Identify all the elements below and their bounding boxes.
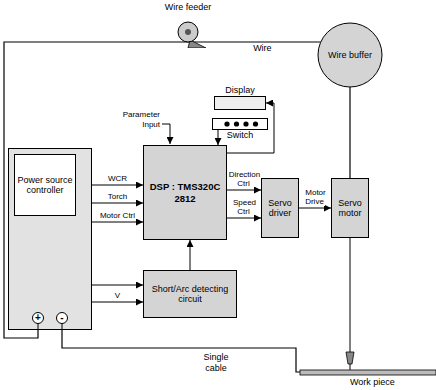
dsp-box: DSP : TMS320C 2812	[143, 145, 227, 240]
servo-driver-box: Servo driver	[261, 178, 299, 238]
signal-label: Motor Ctrl	[99, 211, 136, 220]
connector	[92, 285, 143, 286]
switch-button	[253, 121, 258, 126]
node-label: Wire feeder	[165, 2, 212, 12]
power-source-box: Power source controller	[8, 148, 92, 330]
signal-label: Speed Ctrl	[232, 198, 256, 216]
torch-nozzle	[346, 352, 354, 364]
part-label: Work piece	[350, 377, 410, 388]
connector	[92, 302, 143, 303]
terminal	[57, 313, 68, 324]
terminal-lead	[38, 323, 39, 330]
connector	[190, 240, 191, 270]
part-label: Parameter Input	[110, 110, 160, 130]
node-label: Power source controller	[17, 175, 73, 195]
wire-feeder: Wire feeder	[160, 2, 216, 48]
terminal-lead	[62, 323, 63, 330]
node-label: Short/Arc detecting circuit	[147, 284, 233, 304]
torch-wire	[350, 238, 351, 352]
connector	[227, 218, 261, 219]
edge-label-holder: V	[106, 291, 130, 300]
edge-label-holder: Speed Ctrl	[226, 198, 262, 216]
signal-label: Direction Ctrl	[228, 170, 261, 188]
signal-label: Motor Drive	[304, 188, 325, 206]
node-label: Switch	[227, 130, 254, 140]
terminal	[33, 313, 44, 324]
switch-box: Switch	[212, 118, 268, 130]
controller-panel: Power source controller	[14, 154, 76, 216]
buffer-circle	[318, 23, 382, 87]
connector	[92, 185, 143, 186]
terminal-sign: -	[57, 312, 67, 324]
edge-label-holder: Direction Ctrl	[226, 170, 262, 188]
signal-label: V	[114, 291, 121, 300]
node-label: Servo driver	[265, 198, 295, 218]
servo-motor-box: Servo motor	[331, 178, 369, 238]
node-label: Servo motor	[335, 198, 365, 218]
signal-label: Torch	[107, 192, 129, 201]
edge-label-holder: WCR	[92, 174, 144, 183]
parameter-arrow	[162, 124, 170, 144]
feeder-hub	[185, 29, 191, 35]
connector	[218, 130, 219, 145]
node-label: Wire buffer	[328, 50, 372, 60]
switch-button	[234, 121, 239, 126]
node-label: DSP : TMS320C 2812	[147, 181, 223, 205]
connector	[349, 87, 350, 178]
feeder-reel	[178, 22, 198, 42]
detector-box: Short/Arc detecting circuit	[143, 270, 237, 318]
work-piece	[300, 370, 436, 375]
signal-label: Wire	[252, 43, 273, 53]
connector	[227, 190, 261, 191]
edge-label-holder: Motor Ctrl	[92, 211, 144, 220]
single-cable	[62, 330, 300, 372]
torch-tip	[350, 364, 351, 370]
connector	[92, 203, 143, 204]
switch-buttons	[213, 119, 269, 131]
connector	[299, 208, 331, 209]
display-box: Display	[214, 96, 266, 110]
edge-label-holder: Torch	[92, 192, 144, 201]
switch-button	[243, 121, 248, 126]
node-label: Display	[225, 85, 255, 95]
part-label: Single cable	[196, 352, 236, 374]
wire-buffer: Wire buffer	[317, 22, 383, 88]
edge-label-holder: Wire	[242, 44, 282, 53]
connector	[92, 222, 143, 223]
terminal-sign: +	[33, 312, 43, 324]
switch-button	[224, 121, 229, 126]
signal-label: WCR	[107, 174, 128, 183]
edge-label-holder: Motor Drive	[298, 188, 332, 206]
